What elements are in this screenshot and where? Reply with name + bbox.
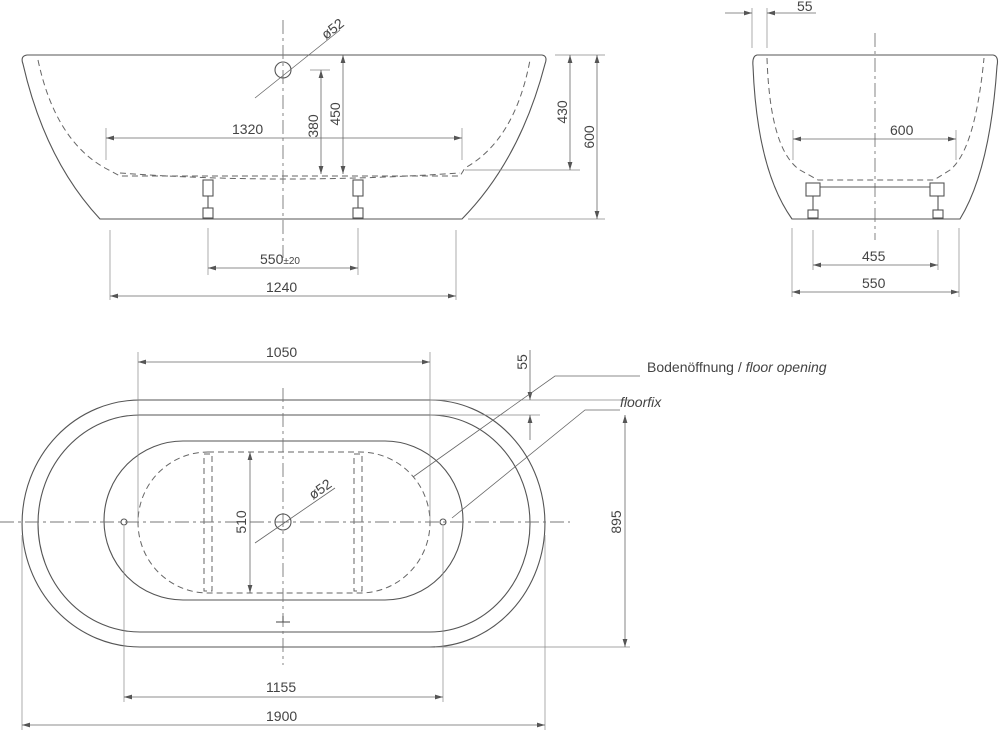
tub-outline [21,54,547,220]
outer-rim [21,399,546,648]
dim-base-width: 550 [862,275,886,291]
label-floor-opening: Bodenöffnung / floor opening [647,359,827,375]
label-floorfix: floorfix [620,394,662,410]
floor-opening [137,451,431,594]
dim-drain-height: 450 [327,102,343,126]
dim-rim-width: 55 [797,0,813,14]
dim-inner-width: 600 [890,122,914,138]
dim-floor-opening-width: 510 [233,510,249,534]
dim-drain-diameter-plan: ø52 [306,475,335,502]
foot-left [202,179,214,219]
dim-straight-length: 1050 [266,344,297,360]
dim-overflow-height: 380 [305,114,321,138]
inner-rim [37,414,531,633]
tub-outline-short [752,54,999,220]
tub-floor [103,440,464,601]
dim-base-length: 1240 [266,279,297,295]
dim-total-height: 600 [581,125,597,149]
dim-rim-width-plan: 55 [514,354,530,370]
drain-circle [274,513,292,531]
plan-view: ø52 510 1050 55 895 1155 1900 Bodenöffnu… [0,344,827,730]
dim-inner-length: 1320 [232,121,263,137]
side-view-short: 55 600 455 550 [725,0,999,297]
dim-drain-diameter: ø52 [318,15,347,43]
dim-feet-distance-short: 455 [862,248,886,264]
foot-right [352,179,364,219]
floorfix-point-right [439,518,447,526]
dim-inner-depth: 430 [554,100,570,124]
tub-inner-outline [37,59,531,177]
side-view-long: 1320 380 450 ø52 430 600 550±20 1240 [21,15,605,300]
overflow-circle [274,61,292,79]
dim-total-length: 1900 [266,708,297,724]
dim-feet-distance: 550±20 [260,251,300,267]
dim-floorfix-distance: 1155 [266,679,296,695]
floorfix-leader [451,409,620,519]
floorfix-point-left [120,518,128,526]
floor-opening-leader [412,375,640,478]
diameter-leader [254,29,341,99]
dim-total-width: 895 [608,510,624,534]
